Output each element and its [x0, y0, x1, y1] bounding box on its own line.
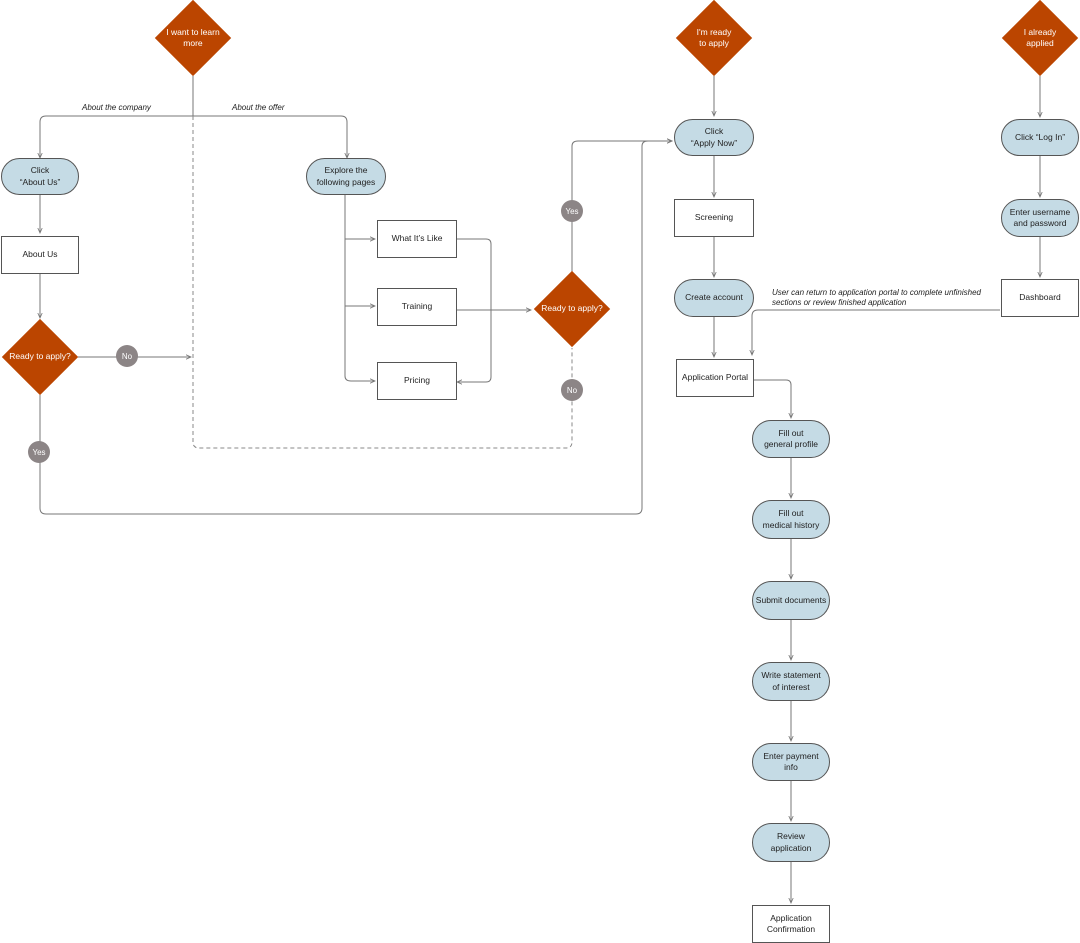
start-learn-more-label: I want to learn more [166, 26, 220, 48]
edge-decision-yes [39, 141, 672, 515]
offer-no-badge: No [561, 379, 583, 401]
about-decision-diamond: Ready to apply? [1, 318, 79, 396]
click-apply-now-node: Click “Apply Now” [674, 119, 754, 156]
step-payment-node: Enter payment info [752, 743, 830, 781]
dashboard-node: Dashboard [1001, 279, 1079, 317]
click-about-us-node: Click “About Us” [1, 158, 79, 195]
start-applied-diamond: I already applied [1001, 0, 1079, 77]
edge-offer-yes [571, 141, 672, 272]
step-statement-node: Write statement of interest [752, 662, 830, 701]
about-yes-badge: Yes [28, 441, 50, 463]
application-portal-node: Application Portal [676, 359, 754, 397]
about-offer-label: About the offer [232, 103, 285, 112]
step-general-profile-node: Fill out general profile [752, 420, 830, 458]
click-log-in-node: Click “Log In” [1001, 119, 1079, 156]
page-pricing-node: Pricing [377, 362, 457, 400]
start-ready-label: I'm ready to apply [696, 26, 732, 48]
page-what-its-like-node: What It’s Like [377, 220, 457, 258]
edge-dashboard-to-portal [752, 309, 1000, 355]
application-confirmation-node: Application Confirmation [752, 905, 830, 943]
create-account-node: Create account [674, 279, 754, 317]
offer-decision-diamond: Ready to apply? [533, 270, 611, 348]
page-training-node: Training [377, 288, 457, 326]
about-company-label: About the company [82, 103, 151, 112]
return-note-label: User can return to application portal to… [772, 288, 982, 308]
about-us-page-node: About Us [1, 236, 79, 274]
edge-to-about-us [40, 115, 193, 158]
start-applied-label: I already applied [1023, 26, 1057, 48]
step-review-node: Review application [752, 823, 830, 862]
start-ready-diamond: I'm ready to apply [675, 0, 753, 77]
explore-pages-node: Explore the following pages [306, 158, 386, 195]
edge-portal-to-steps [754, 379, 791, 418]
edge-to-explore [193, 115, 347, 158]
edge-explore-trunk [344, 195, 375, 381]
offer-decision-label: Ready to apply? [541, 303, 603, 314]
step-submit-documents-node: Submit documents [752, 581, 830, 620]
step-medical-history-node: Fill out medical history [752, 500, 830, 539]
about-no-badge: No [116, 345, 138, 367]
edge-dashed-loop [192, 116, 573, 449]
start-learn-more-diamond: I want to learn more [154, 0, 232, 77]
about-decision-label: Ready to apply? [9, 351, 71, 362]
offer-yes-badge: Yes [561, 200, 583, 222]
screening-node: Screening [674, 199, 754, 237]
enter-credentials-node: Enter username and password [1001, 199, 1079, 237]
